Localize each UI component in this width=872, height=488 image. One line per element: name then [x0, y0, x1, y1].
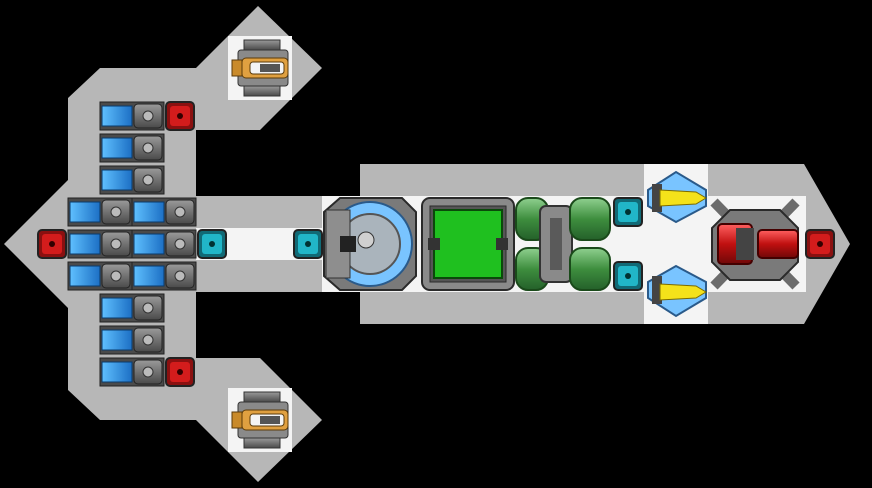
missile-launcher-bottom	[647, 264, 707, 318]
red-node-icon	[37, 101, 835, 387]
battery-cell	[131, 197, 197, 227]
battery-cell	[67, 197, 133, 227]
missile-launcher-top	[647, 170, 707, 224]
shield-generator	[323, 197, 417, 291]
battery-cell	[131, 229, 197, 259]
top-thruster	[231, 39, 289, 97]
battery-cell	[131, 261, 197, 291]
battery-bank	[67, 101, 197, 387]
cyan-node	[613, 261, 643, 291]
battery-cell	[99, 165, 165, 195]
red-node	[37, 229, 67, 259]
cyan-node-icon	[197, 197, 643, 291]
cargo-container	[421, 197, 515, 291]
battery-cell	[67, 229, 133, 259]
cyan-node	[197, 229, 227, 259]
battery-cell	[99, 133, 165, 163]
battery-cell	[67, 261, 133, 291]
battery-cell	[99, 325, 165, 355]
fuel-tanks	[515, 197, 611, 291]
cyan-node	[613, 197, 643, 227]
red-node	[805, 229, 835, 259]
bottom-thruster	[231, 391, 289, 449]
battery-cell	[99, 101, 165, 131]
battery-cell	[99, 357, 165, 387]
red-node	[165, 357, 195, 387]
red-node	[165, 101, 195, 131]
laser-cannon	[710, 198, 800, 290]
cyan-node	[293, 229, 323, 259]
battery-cell	[99, 293, 165, 323]
